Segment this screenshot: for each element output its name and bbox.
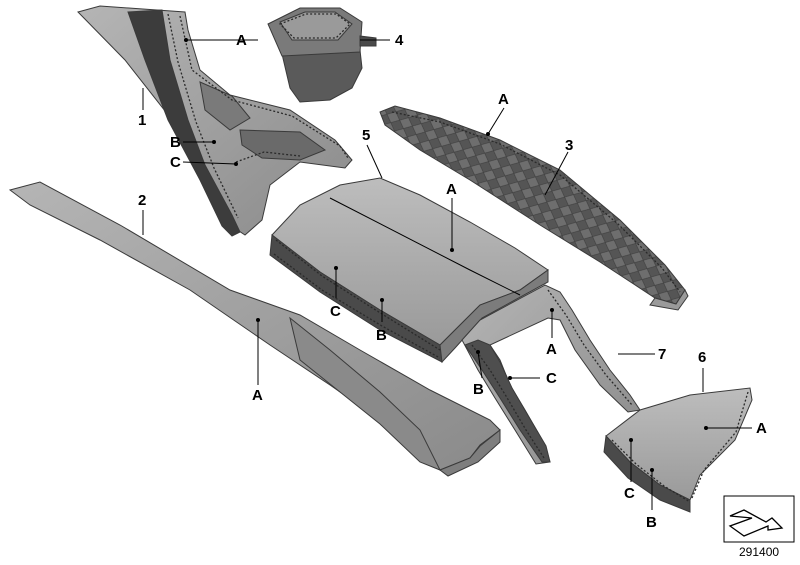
leader-lines — [142, 39, 752, 510]
reference-box: 291400 — [723, 495, 795, 559]
part-number-2: 2 — [138, 192, 146, 209]
reference-number: 291400 — [739, 545, 779, 559]
dot-p2-a — [256, 318, 260, 322]
dot-p7-c — [508, 376, 512, 380]
part-7-u-trim — [461, 284, 641, 465]
dot-p6-c — [629, 438, 633, 442]
dot-p6-b — [650, 468, 654, 472]
part-5-armrest-pad — [269, 177, 549, 364]
part-number-4: 4 — [395, 32, 404, 49]
callout-p1-c: C — [170, 154, 181, 171]
callout-p5-c: C — [330, 303, 341, 320]
part-number-3: 3 — [565, 137, 573, 154]
part-6-small-armrest — [603, 387, 753, 513]
part-number-6: 6 — [698, 349, 706, 366]
callout-p5-a: A — [446, 181, 457, 198]
callout-p2-a: A — [252, 387, 263, 404]
callout-p1-b: B — [170, 134, 181, 151]
part-1-console-trim — [77, 5, 353, 237]
dot-p5-b — [380, 298, 384, 302]
part-number-7: 7 — [658, 346, 666, 363]
part-number-5: 5 — [362, 127, 370, 144]
part-3-armrest-lid — [379, 105, 689, 311]
leader-p1-c — [182, 161, 237, 165]
leader-dots — [184, 38, 708, 472]
leader-p7-b — [477, 351, 483, 379]
callout-p7-c: C — [546, 370, 557, 387]
leader-p5-num — [366, 144, 383, 179]
dot-p6-a — [704, 426, 708, 430]
part-2-side-trim — [8, 181, 501, 477]
part-numbers: 1 2 3 4 5 6 7 — [138, 32, 706, 366]
callout-p6-c: C — [624, 485, 635, 502]
dot-p7-b — [476, 350, 480, 354]
dot-p3-a — [486, 132, 490, 136]
dot-p1-c — [234, 162, 238, 166]
callout-p7-a: A — [546, 341, 557, 358]
callout-p4-a: A — [236, 32, 247, 49]
callout-p6-b: B — [646, 514, 657, 531]
dot-p4-a — [184, 38, 188, 42]
leader-p3-num — [544, 151, 569, 196]
dot-p7-a — [550, 308, 554, 312]
part-4-storage-box — [267, 7, 377, 103]
callout-letters: A B C A A C B A A B C A C B — [170, 32, 767, 531]
leader-p3-a — [487, 107, 505, 135]
dot-p5-c — [334, 266, 338, 270]
callout-p7-b: B — [473, 381, 484, 398]
dot-p1-b — [212, 140, 216, 144]
part-number-1: 1 — [138, 112, 146, 129]
callout-p5-b: B — [376, 327, 387, 344]
orientation-arrow-icon — [728, 509, 784, 537]
callout-p6-a: A — [756, 420, 767, 437]
callout-p3-a: A — [498, 91, 509, 108]
dot-p5-a — [450, 248, 454, 252]
